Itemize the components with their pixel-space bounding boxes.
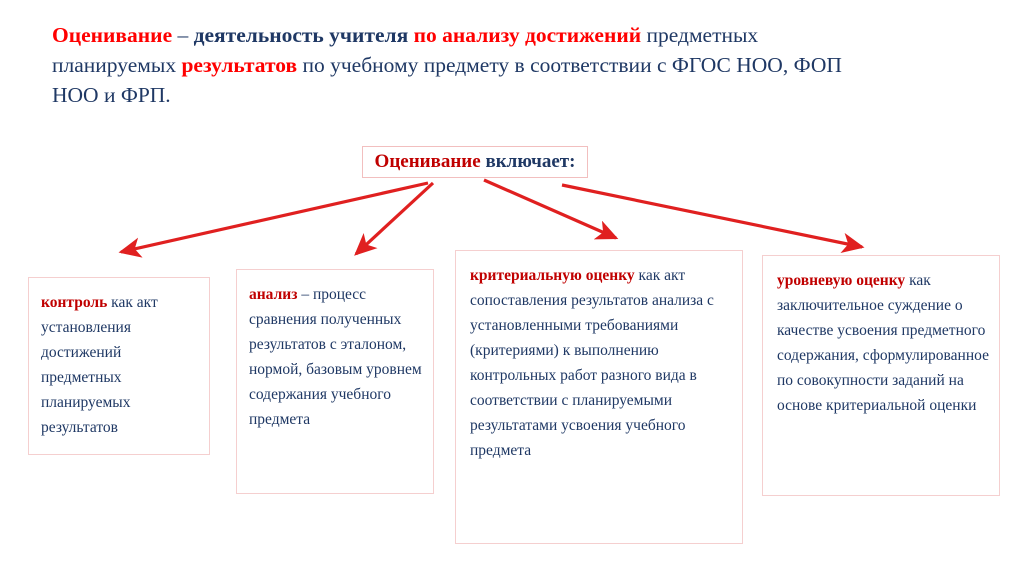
concept-box-level-assessment-body: как заключительное суждение о качестве у…: [777, 272, 989, 414]
concept-box-criterial-assessment[interactable]: критериальную оценку как акт сопоставлен…: [455, 250, 743, 544]
title-word-planned: планируемых: [52, 53, 182, 77]
central-node-rest: включает:: [480, 151, 576, 172]
title-line-2: планируемых результатов по учебному пред…: [52, 50, 980, 80]
central-node-keyword: Оценивание: [374, 151, 481, 172]
title-term-otsenivanie: Оценивание: [52, 23, 173, 47]
concept-box-analysis-keyword: анализ: [249, 286, 298, 303]
concept-box-analysis-body: – процесс сравнения полученных результат…: [249, 286, 422, 428]
concept-box-criterial-assessment-keyword: критериальную оценку: [470, 267, 635, 284]
page-title: Оценивание – деятельность учителя по ана…: [52, 20, 980, 110]
title-line-3: НОО и ФРП.: [52, 80, 980, 110]
arrow-to-control: [118, 181, 429, 258]
concept-box-control-keyword: контроль: [41, 294, 108, 311]
title-phrase-analysis: по анализу достижений: [413, 23, 642, 47]
central-node-text: Оценивание включает:: [375, 151, 576, 173]
concept-box-level-assessment-text: уровневую оценку как заключительное сужд…: [763, 256, 999, 428]
title-dash: –: [172, 23, 194, 47]
arrow-to-criteria: [483, 178, 619, 240]
concept-box-analysis[interactable]: анализ – процесс сравнения полученных ре…: [236, 269, 434, 494]
title-phrase-standards: по учебному предмету в соответствии с ФГ…: [297, 53, 842, 77]
concept-box-control-text: контроль как акт установления достижений…: [29, 278, 209, 450]
arrow-to-level: [561, 183, 865, 254]
concept-box-control[interactable]: контроль как акт установления достижений…: [28, 277, 210, 455]
concept-box-level-assessment-keyword: уровневую оценку: [777, 272, 906, 289]
title-phrase-noo-frp: НОО и ФРП.: [52, 83, 171, 107]
title-word-subject: предметных: [641, 23, 759, 47]
title-word-results: результатов: [181, 53, 298, 77]
central-node-otsenivanie-vklyuchaet[interactable]: Оценивание включает:: [362, 146, 588, 178]
arrow-to-analysis: [354, 181, 435, 256]
concept-box-level-assessment[interactable]: уровневую оценку как заключительное сужд…: [762, 255, 1000, 496]
concept-box-analysis-text: анализ – процесс сравнения полученных ре…: [237, 270, 433, 442]
title-phrase-activity: деятельность учителя: [193, 23, 409, 47]
title-line-1: Оценивание – деятельность учителя по ана…: [52, 20, 980, 50]
concept-box-criterial-assessment-text: критериальную оценку как акт сопоставлен…: [456, 251, 742, 473]
concept-box-control-body: как акт установления достижений предметн…: [41, 294, 158, 436]
concept-box-criterial-assessment-body: как акт сопоставления результатов анализ…: [470, 267, 714, 459]
